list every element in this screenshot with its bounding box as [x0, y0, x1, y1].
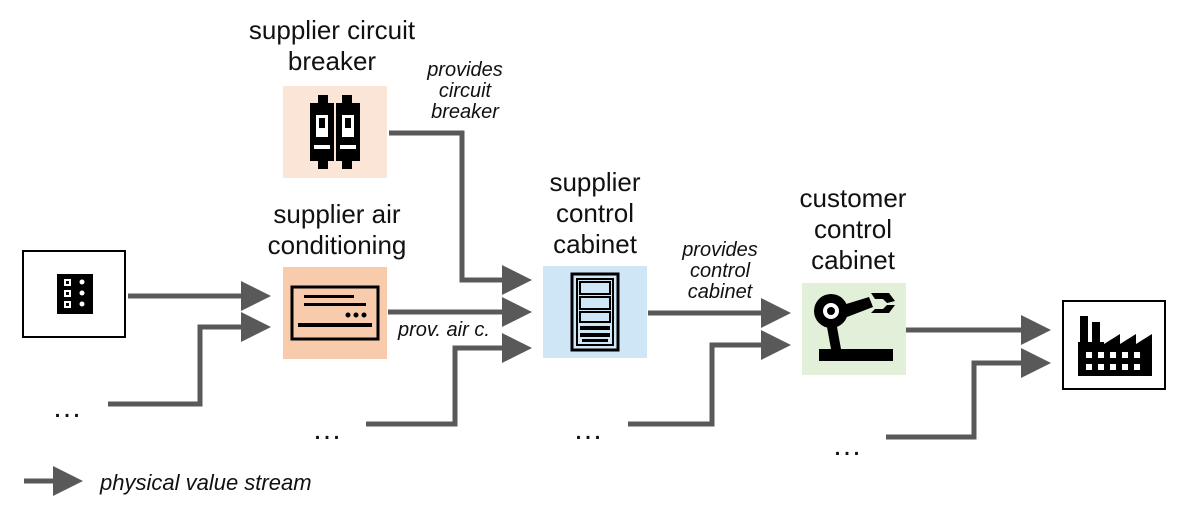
circuit-breaker-label: supplier circuit breaker	[248, 15, 416, 76]
ellipsis-1: …	[52, 391, 85, 424]
circuit-breaker-box	[283, 86, 387, 178]
legend-label: physical value stream	[100, 470, 312, 495]
arrow-other-to-factory	[886, 348, 1051, 440]
arrow-other-to-customer-cabinet	[628, 330, 791, 427]
ellipsis-2: …	[312, 413, 345, 446]
ellipsis-3: …	[573, 413, 606, 446]
customer-cabinet-label: customer control cabinet	[799, 183, 907, 275]
provides-circuit-breaker-label: provides circuit breaker	[427, 59, 503, 123]
source-box	[22, 250, 126, 338]
supplier-cabinet-box	[543, 266, 647, 358]
control-cabinet-icon	[570, 272, 620, 352]
factory-icon	[1078, 316, 1152, 376]
arrow-other-to-supplier-cabinet	[366, 333, 532, 427]
circuit-breaker-icon	[310, 95, 360, 169]
provides-control-cabinet-label: provides control cabinet	[682, 239, 758, 303]
terminal-block-icon	[57, 274, 93, 314]
factory-box	[1062, 300, 1166, 390]
provides-air-conditioning-label: prov. air c.	[398, 319, 490, 341]
customer-cabinet-box	[802, 283, 906, 375]
ellipsis-4: …	[832, 429, 865, 462]
robot-arm-icon	[814, 293, 895, 361]
air-conditioner-icon	[290, 285, 380, 341]
air-conditioning-label: supplier air conditioning	[267, 199, 407, 260]
arrow-other-to-air-conditioning	[108, 312, 271, 407]
supplier-cabinet-label: supplier control cabinet	[549, 167, 641, 259]
arrow-breaker-to-supplier-cabinet	[389, 130, 532, 295]
air-conditioning-box	[283, 267, 387, 359]
